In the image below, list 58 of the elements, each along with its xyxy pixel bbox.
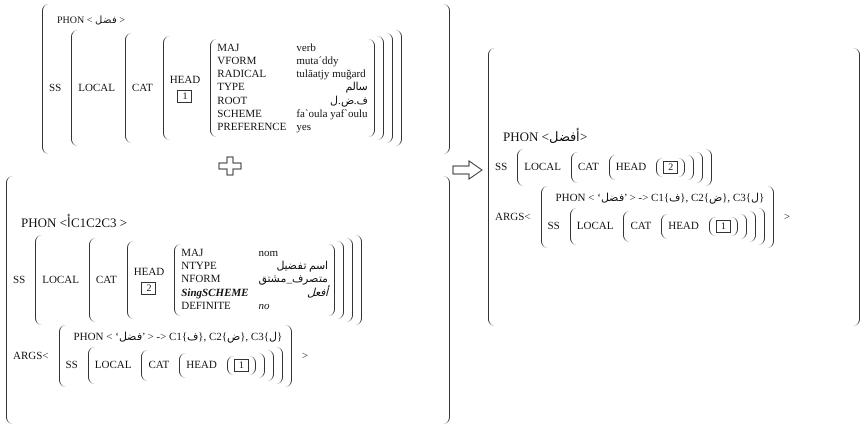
feature-name: LOCAL xyxy=(524,161,561,173)
feature-value: tulāatjy muğard xyxy=(296,68,367,82)
phon-value: PHON < ‘فضل’ > -> C1{ف}, C2{ض}, C3{ل} xyxy=(556,190,766,204)
feature-name: LOCAL xyxy=(576,220,614,232)
feature-value: yes xyxy=(296,120,312,134)
coindex-tag: 1 xyxy=(234,358,249,372)
feature-value: ف.ض.ل xyxy=(329,94,368,108)
feature-name: SS xyxy=(13,274,26,286)
coindex-tag: 1 xyxy=(716,220,731,232)
feature-name: SS xyxy=(548,220,560,232)
feature-name: SS xyxy=(49,82,62,94)
phon-value: PHON <أفضل> xyxy=(503,128,588,144)
feature-value: muta´ddy xyxy=(296,55,340,68)
feature-name: SCHEME xyxy=(217,108,263,121)
feature-value: اسم تفضيل xyxy=(275,260,328,274)
feature-value: nom xyxy=(258,247,280,260)
feature-name: SingSCHEME xyxy=(181,286,249,300)
feature-name: CAT xyxy=(148,359,170,372)
feature-name: MAJ xyxy=(181,247,204,260)
coindex-tag: 2 xyxy=(141,282,156,294)
feature-name: CAT xyxy=(578,161,599,173)
phon-value: PHON <أC1C2C3 > xyxy=(21,215,128,232)
feature-value: fa`oula yaf`oulu xyxy=(296,108,368,121)
feature-value: أفعل xyxy=(306,286,328,300)
phon-value: PHON < ‘فضل’ > -> C1{ف}, C2{ض}, C3{ل} xyxy=(74,330,284,343)
feature-name: PREFERENCE xyxy=(217,120,286,134)
angle-bracket: > xyxy=(784,210,790,222)
feature-name: RADICAL xyxy=(217,68,268,82)
feature-name: HEAD xyxy=(186,359,217,372)
feature-name: CAT xyxy=(132,82,153,94)
feature-name: HEAD xyxy=(668,220,699,232)
feature-value: verb xyxy=(296,42,317,56)
feature-name: SS xyxy=(66,359,78,372)
feature-name: DEFINITE xyxy=(181,300,232,313)
feature-name: CAT xyxy=(96,274,117,286)
feature-name: LOCAL xyxy=(42,274,79,286)
feature-name: NFORM xyxy=(181,273,222,287)
feature-name: LOCAL xyxy=(94,359,132,372)
feature-name: CAT xyxy=(630,220,652,232)
feature-name: MAJ xyxy=(217,42,240,56)
feature-name: ARGS< xyxy=(13,350,49,362)
feature-name: SS xyxy=(495,161,508,173)
feature-name: HEAD xyxy=(616,161,646,173)
feature-value: no xyxy=(258,300,271,313)
feature-name: NTYPE xyxy=(181,260,218,274)
angle-bracket: > xyxy=(302,350,308,362)
feature-name: TYPE xyxy=(217,81,246,95)
coindex-tag: 2 xyxy=(663,160,678,174)
feature-value: سالم xyxy=(344,81,368,95)
feature-name: ROOT xyxy=(217,94,248,108)
phon-value: PHON < فضل > xyxy=(57,14,126,26)
coindex-tag: 1 xyxy=(177,90,192,102)
feature-name: VFORM xyxy=(217,55,258,68)
feature-name: HEAD xyxy=(170,74,200,86)
feature-name: LOCAL xyxy=(78,82,115,94)
feature-name: HEAD xyxy=(134,266,164,278)
feature-value: متصرف_مشتق xyxy=(258,273,328,286)
feature-name: ARGS< xyxy=(495,210,531,222)
